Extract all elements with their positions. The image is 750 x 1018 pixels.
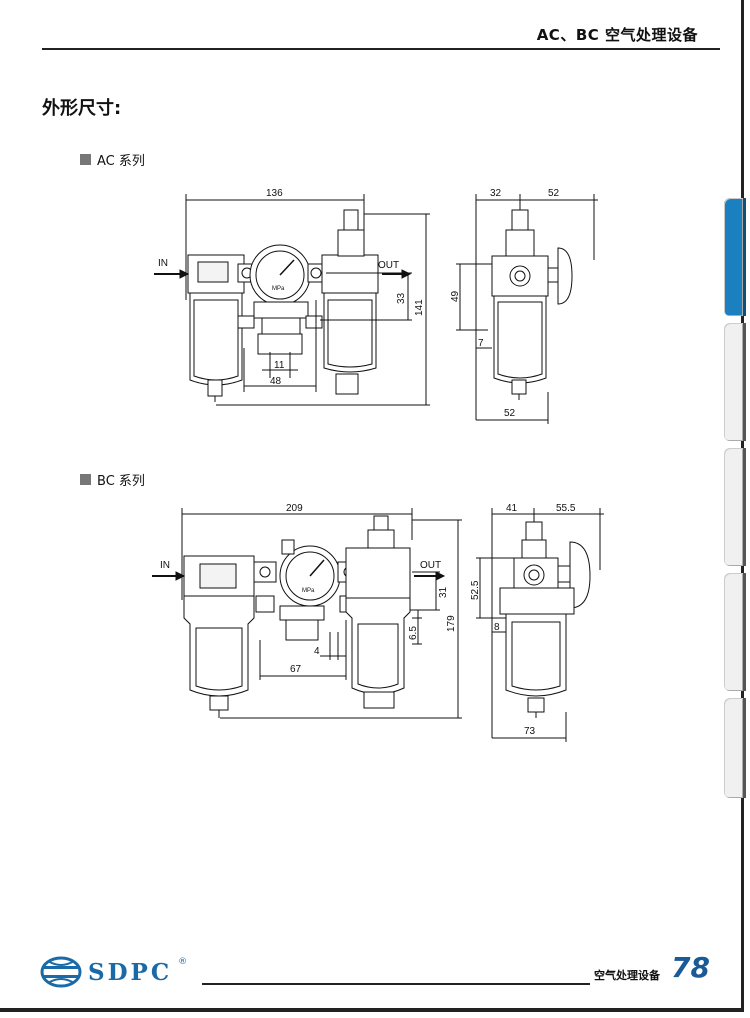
series-label-bc-text: BC 系列 bbox=[97, 474, 145, 489]
header-title: AC、BC 空气处理设备 bbox=[536, 26, 698, 44]
bc-dim-67: 67 bbox=[290, 664, 302, 675]
ac-dim-height: 141 bbox=[414, 299, 425, 316]
footer-caption: 空气处理设备 bbox=[594, 969, 660, 982]
registered-mark-icon: ® bbox=[178, 957, 188, 967]
square-bullet-icon bbox=[80, 474, 91, 485]
ac-front-drawing: 136 IN OUT MPa 33 141 11 48 bbox=[154, 188, 430, 406]
ac-gauge-unit: MPa bbox=[272, 286, 285, 292]
ac-port-out: OUT bbox=[378, 260, 399, 271]
side-tab[interactable] bbox=[724, 448, 746, 566]
side-tab[interactable] bbox=[724, 698, 746, 798]
bc-port-in: IN bbox=[160, 560, 170, 571]
side-tab[interactable] bbox=[724, 323, 746, 441]
brand-logo: SDPC ® bbox=[40, 955, 187, 989]
page-number: 78 bbox=[671, 951, 710, 984]
bc-dim-4: 4 bbox=[314, 646, 320, 657]
bc-dim-height: 179 bbox=[446, 615, 457, 632]
brand-name: SDPC bbox=[88, 958, 173, 986]
bc-dim-width: 209 bbox=[286, 503, 303, 514]
globe-logo-icon bbox=[40, 956, 82, 988]
series-label-bc: BC 系列 bbox=[80, 470, 145, 489]
ac-dim-11: 11 bbox=[274, 360, 285, 371]
bc-side-drawing: 41 55.5 52.5 8 73 bbox=[470, 503, 604, 742]
footer: SDPC ® 空气处理设备 78 bbox=[40, 951, 710, 995]
ac-side-dim-52-top: 52 bbox=[548, 188, 560, 199]
ac-dim-48: 48 bbox=[270, 376, 282, 387]
side-tab-active[interactable] bbox=[724, 198, 746, 316]
series-label-ac-text: AC 系列 bbox=[97, 154, 145, 169]
ac-dim-width: 136 bbox=[266, 188, 283, 199]
bc-side-dim-55-5: 55.5 bbox=[556, 503, 576, 514]
bc-side-dim-8: 8 bbox=[494, 622, 500, 633]
side-tabs bbox=[724, 198, 746, 805]
ac-side-drawing: 32 52 49 7 52 bbox=[450, 188, 598, 424]
header-rule bbox=[42, 48, 720, 50]
bc-side-dim-52-5: 52.5 bbox=[470, 580, 481, 600]
bc-gauge-unit: MPa bbox=[302, 588, 315, 594]
bc-side-dim-73: 73 bbox=[524, 726, 536, 737]
bc-port-out: OUT bbox=[420, 560, 441, 571]
section-title: 外形尺寸: bbox=[42, 98, 122, 119]
ac-dim-33: 33 bbox=[396, 292, 407, 304]
ac-side-dim-52-bottom: 52 bbox=[504, 408, 516, 419]
footer-rule bbox=[202, 983, 590, 985]
ac-port-in: IN bbox=[158, 258, 168, 269]
ac-side-dim-49: 49 bbox=[450, 290, 461, 302]
square-bullet-icon bbox=[80, 154, 91, 165]
bc-dim-6-5: 6.5 bbox=[408, 626, 419, 640]
ac-side-dim-7: 7 bbox=[478, 338, 484, 349]
bc-front-drawing: 209 IN OUT MPa 31 6.5 179 4 67 bbox=[152, 503, 462, 719]
bc-dim-31: 31 bbox=[438, 586, 449, 598]
side-tab[interactable] bbox=[724, 573, 746, 691]
series-label-ac: AC 系列 bbox=[80, 150, 145, 169]
bc-side-dim-41: 41 bbox=[506, 503, 518, 514]
ac-side-dim-32: 32 bbox=[490, 188, 502, 199]
